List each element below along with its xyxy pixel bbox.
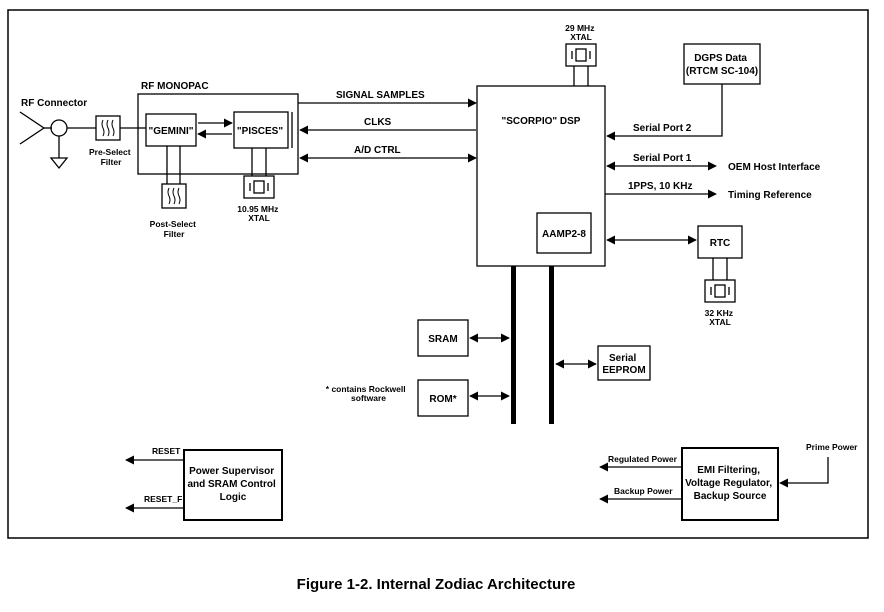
pre-select-filter-label: Pre-Select Filter (89, 147, 133, 167)
oem-host-label: OEM Host Interface (728, 162, 821, 173)
sram-label: SRAM (428, 334, 457, 345)
pre-select-filter-icon (95, 115, 121, 141)
power-supervisor-box (183, 449, 283, 521)
gemini-label: "GEMINI" (148, 126, 193, 137)
power-supervisor-label: Power Supervisor and SRAM Control Logic (187, 466, 278, 503)
aamp-label: AAMP2-8 (542, 229, 586, 240)
rtc-box (697, 225, 743, 259)
sram-box (417, 319, 469, 357)
rf-monopac-box (137, 93, 299, 175)
crystal-32-icon (704, 279, 736, 303)
diagram-frame (7, 9, 869, 539)
rtc-label: RTC (710, 238, 731, 249)
reset-f-label: RESET_F (144, 494, 182, 504)
serial-eeprom-box (597, 345, 651, 381)
crystal-29-icon (565, 43, 597, 67)
backup-power-label: Backup Power (614, 486, 673, 496)
crystal-32-label: 32 KHz XTAL (705, 308, 736, 327)
rf-connector-label: RF Connector (21, 98, 87, 109)
rf-monopac-label: RF MONOPAC (141, 81, 209, 92)
regulated-power-label: Regulated Power (608, 454, 678, 464)
rom-note: * contains Rockwell software (326, 384, 408, 403)
serial-port-2-arrow (606, 84, 723, 141)
reset-label: RESET (152, 446, 181, 456)
rf-connector-icon (19, 111, 96, 170)
rom-label: ROM* (429, 394, 456, 405)
ad-ctrl-label: A/D CTRL (354, 145, 401, 156)
serial-eeprom-label: Serial EEPROM (602, 353, 645, 376)
serial-port-2-label: Serial Port 2 (633, 123, 692, 134)
timing-ref-label: Timing Reference (728, 190, 812, 201)
pisces-box (233, 111, 289, 149)
dgps-box (683, 43, 761, 85)
crystal-10-95-label: 10.95 MHz XTAL (237, 204, 280, 223)
pisces-label: "PISCES" (237, 126, 283, 137)
memory-bus-right (549, 266, 554, 424)
gemini-box (145, 113, 197, 147)
serial-port-1-label: Serial Port 1 (633, 153, 692, 164)
rom-box (417, 379, 469, 417)
post-select-filter-icon (161, 183, 187, 209)
pps-label: 1PPS, 10 KHz (628, 181, 692, 192)
memory-bus-left (511, 266, 516, 424)
post-select-filter-label: Post-Select Filter (150, 219, 199, 239)
signal-samples-label: SIGNAL SAMPLES (336, 90, 425, 101)
clks-label: CLKS (364, 117, 392, 128)
aamp-box (536, 212, 592, 254)
dgps-label: DGPS Data (RTCM SC-104) (686, 53, 758, 77)
scorpio-dsp-label: "SCORPIO" DSP (502, 116, 581, 127)
emi-label: EMI Filtering, Voltage Regulator, Backup… (685, 465, 775, 502)
prime-power-arrow (779, 457, 829, 488)
figure-caption: Figure 1-2. Internal Zodiac Architecture (297, 576, 576, 593)
emi-box (681, 447, 779, 521)
crystal-29-label: 29 MHz XTAL (565, 23, 597, 42)
prime-power-label: Prime Power (806, 442, 858, 452)
crystal-10-95-icon (243, 175, 275, 199)
